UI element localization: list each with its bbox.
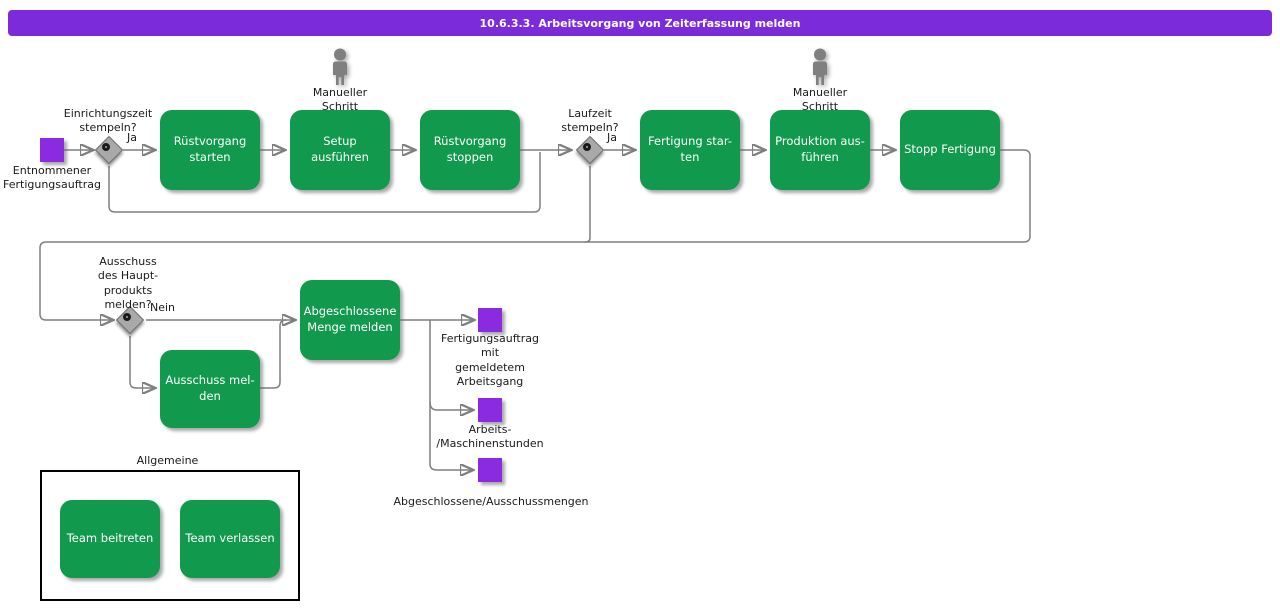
connector-branch-out2 xyxy=(429,401,472,410)
activity-ausschuss-melden[interactable]: Ausschuss mel- den xyxy=(160,350,260,428)
start-event-label: Entnommener Fertigungsauftrag xyxy=(3,164,101,192)
gateway3-branch-nein: Nein xyxy=(150,301,176,314)
gateway-ausschuss-circle xyxy=(123,313,131,321)
end-event-fertigungsauftrag-label: Fertigungsauftrag mit gemeldetem Arbeits… xyxy=(441,332,539,388)
activity-fertigung-starten[interactable]: Fertigung star- ten xyxy=(640,110,740,190)
activity-abgeschlossene-menge[interactable]: Abgeschlossene Menge melden xyxy=(300,280,400,360)
gateway-laufzeit-circle xyxy=(583,143,591,151)
gateway-einrichtungszeit-circle xyxy=(102,143,110,151)
end-event-stunden[interactable] xyxy=(478,398,502,422)
end-event-mengen-label: Abgeschlossene/Ausschussmengen xyxy=(393,495,589,508)
activity-team-beitreten[interactable]: Team beitreten xyxy=(60,500,160,578)
activity-stopp-fertigung[interactable]: Stopp Fertigung xyxy=(900,110,1000,190)
partition-label: Allgemeine xyxy=(136,454,199,467)
gateway1-question: Einrichtungszeit stempeln? xyxy=(63,107,153,135)
diagram-title: 10.6.3.3. Arbeitsvorgang von Zeiterfassu… xyxy=(479,16,801,30)
activity-ruestvorgang-stoppen[interactable]: Rüstvorgang stoppen xyxy=(420,110,520,190)
activity-setup-ausfuehren[interactable]: Setup ausführen xyxy=(290,110,390,190)
gateway3-question: Ausschuss des Haupt- produkts melden? xyxy=(97,255,159,311)
diagram-title-bar: 10.6.3.3. Arbeitsvorgang von Zeiterfassu… xyxy=(8,10,1272,36)
gateway2-question: Laufzeit stempeln? xyxy=(561,107,619,135)
connector-gw3-to-act8 xyxy=(129,336,154,388)
gateway2-branch-ja: Ja xyxy=(607,131,617,144)
gateway-laufzeit[interactable] xyxy=(575,135,605,165)
start-event-square[interactable] xyxy=(40,138,64,162)
activity-ruestvorgang-starten[interactable]: Rüstvorgang starten xyxy=(160,110,260,190)
end-event-mengen[interactable] xyxy=(478,458,502,482)
activity-team-verlassen[interactable]: Team verlassen xyxy=(180,500,280,578)
activity-produktion-ausfuehren[interactable]: Produktion aus- führen xyxy=(770,110,870,190)
connector-gw2-down xyxy=(584,166,591,243)
end-event-stunden-label: Arbeits- /Maschinenstunden xyxy=(436,423,544,451)
gateway1-branch-ja: Ja xyxy=(127,131,137,144)
manual-step-person-icon-2 xyxy=(813,48,827,85)
manual-step-person-icon xyxy=(333,48,347,85)
gateway-einrichtungszeit[interactable] xyxy=(94,135,124,165)
end-event-fertigungsauftrag[interactable] xyxy=(478,308,502,332)
connector-act8-join xyxy=(260,319,287,389)
